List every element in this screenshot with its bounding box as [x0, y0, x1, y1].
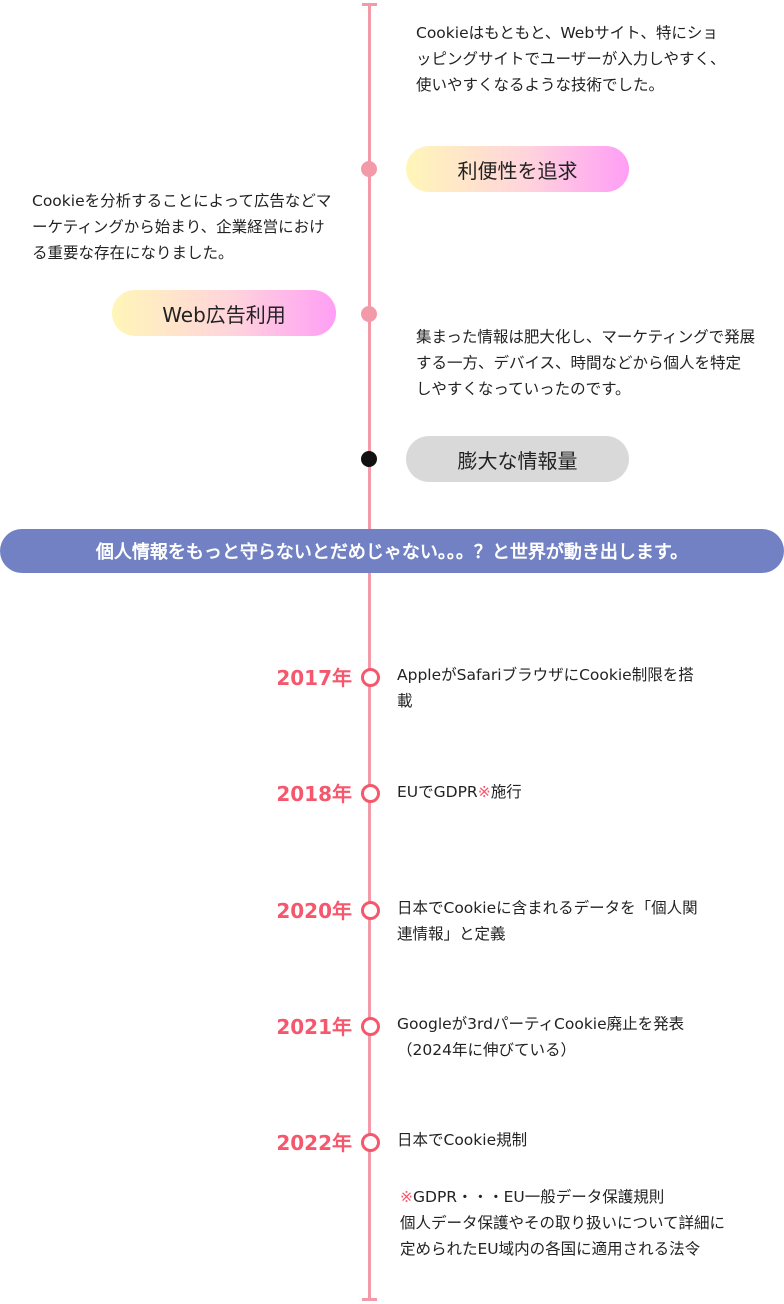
ads-dot: [361, 306, 377, 322]
timeline-marker: [361, 1133, 380, 1152]
timeline-marker: [361, 901, 380, 920]
timeline-marker: [361, 784, 380, 803]
gdpr-footnote: ※GDPR・・・EU一般データ保護規則 個人データ保護やその取り扱いについて詳細…: [400, 1184, 740, 1262]
data-dot: [361, 451, 377, 467]
event-2020: 日本でCookieに含まれるデータを「個人関連情報」と定義: [397, 899, 698, 943]
data-label: 膨大な情報量: [406, 436, 629, 482]
timeline-line: [368, 4, 371, 1300]
convenience-text: Cookieはもともと、Webサイト、特にショッピングサイトでユーザーが入力しや…: [416, 24, 726, 94]
footnote-line2: 個人データ保護やその取り扱いについて詳細に定められたEU域内の各国に適用される法…: [400, 1214, 726, 1258]
event-2018: EUでGDPR※施行: [397, 783, 522, 801]
footnote-line1: ※GDPR・・・EU一般データ保護規則: [400, 1188, 665, 1206]
year-2021: 2021年: [276, 1015, 352, 1039]
data-text: 集まった情報は肥大化し、マーケティングで発展する一方、デバイス、時間などから個人…: [416, 328, 756, 398]
note-mark: ※: [400, 1188, 413, 1206]
headline-banner: 個人情報をもっと守らないとだめじゃない。。。？と世界が動き出します。: [0, 529, 784, 573]
convenience-label: 利便性を追求: [406, 146, 629, 192]
ads-text: Cookieを分析することによって広告などマーケティングから始まり、企業経営にお…: [32, 192, 332, 262]
event-2021: Googleが3rdパーティCookie廃止を発表（2024年に伸びている）: [397, 1015, 685, 1059]
timeline-marker: [361, 1017, 380, 1036]
event-2022: 日本でCookie規制: [397, 1131, 528, 1149]
timeline-marker: [361, 668, 380, 687]
timeline-top-cap: [362, 3, 377, 6]
convenience-dot: [361, 161, 377, 177]
year-2017: 2017年: [276, 666, 352, 690]
ads-label: Web広告利用: [112, 290, 336, 336]
note-mark: ※: [477, 783, 491, 801]
timeline-bottom-cap: [362, 1298, 377, 1301]
event-2017: AppleがSafariブラウザにCookie制限を搭載: [397, 666, 694, 710]
year-2018: 2018年: [276, 782, 352, 806]
year-2020: 2020年: [276, 899, 352, 923]
year-2022: 2022年: [276, 1131, 352, 1155]
